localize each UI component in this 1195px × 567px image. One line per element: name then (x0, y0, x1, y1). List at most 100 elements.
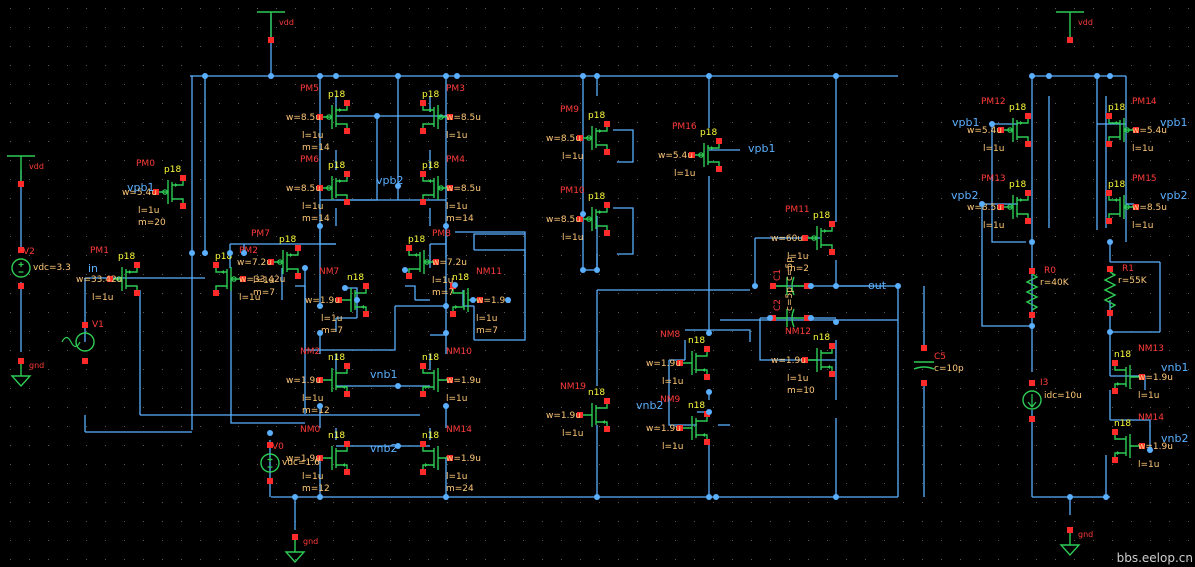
transistor-pm5[interactable] (317, 100, 350, 134)
multiplier-param: m=2 (787, 264, 809, 274)
width-param: w=60u (771, 234, 803, 244)
wire-75[interactable] (613, 207, 634, 255)
voltage-source-v0[interactable] (260, 442, 280, 484)
wire-74[interactable] (613, 129, 634, 163)
wire-87[interactable] (668, 360, 697, 426)
junction-dot (374, 113, 380, 119)
width-param: w=1.9u (646, 359, 681, 369)
junction-dot (833, 319, 839, 325)
width-param: w=1.9u (305, 296, 340, 306)
multiplier-param: m=7 (321, 326, 343, 336)
instance-label: PM11 (785, 205, 810, 215)
model-label: p18 (215, 252, 232, 262)
transistor-pm8[interactable] (406, 245, 439, 279)
model-label: n18 (422, 431, 439, 441)
instance-label: PM15 (1132, 174, 1157, 184)
junction-dot (1107, 73, 1113, 79)
transistor-pm3[interactable] (420, 100, 453, 134)
transistor-pm2[interactable] (213, 262, 246, 296)
transistor-nm9[interactable] (677, 411, 710, 445)
transistor-nm2[interactable] (317, 363, 350, 397)
width-param: w=8.5u (446, 184, 481, 194)
source-value: vdc=3.3 (33, 263, 71, 273)
transistor-pm0[interactable] (153, 175, 186, 209)
instance-label: PM16 (672, 122, 697, 132)
wire-16[interactable] (319, 226, 336, 245)
junction-dot (268, 73, 274, 79)
source-value: vdc=1.6 (282, 458, 320, 468)
transistor-pm13[interactable] (998, 190, 1031, 224)
wire-115[interactable] (981, 204, 1032, 327)
transistor-nm19[interactable] (577, 398, 610, 432)
wire-83[interactable] (685, 329, 751, 342)
wire-113[interactable] (991, 124, 1026, 243)
wire-51[interactable] (405, 285, 416, 300)
transistor-nm14[interactable] (420, 441, 453, 475)
vdd-symbol[interactable] (7, 155, 35, 187)
wire-47[interactable] (455, 231, 526, 341)
multiplier-param: m=24 (446, 484, 474, 494)
transistor-pm10[interactable] (577, 202, 610, 236)
capacitor-c5[interactable] (913, 345, 935, 386)
length-param: l=1u (253, 276, 274, 286)
parts[interactable] (7, 11, 1145, 564)
transistor-pm9[interactable] (577, 121, 610, 155)
model-label: n18 (328, 353, 345, 363)
model-label: p18 (422, 161, 439, 171)
instance-label: NM9 (660, 395, 680, 405)
resistor-name: R1 (1122, 264, 1134, 274)
voltage-source-v2[interactable] (11, 247, 31, 289)
vdd-symbol[interactable] (257, 11, 285, 43)
junction-dot (395, 443, 401, 449)
model-label: n18 (422, 353, 439, 363)
junction-dot (979, 201, 985, 207)
ground-symbol[interactable] (1059, 527, 1081, 557)
transistor-pm11[interactable] (802, 221, 835, 255)
resistor-r1[interactable] (1103, 266, 1117, 316)
length-param: l=1u (1138, 460, 1159, 470)
wire-34[interactable] (230, 278, 305, 424)
vdd-symbol[interactable] (1056, 11, 1084, 43)
transistor-nm0[interactable] (317, 441, 350, 475)
wire-46[interactable] (473, 233, 525, 250)
transistor-nm13[interactable] (1112, 360, 1145, 394)
wire-92[interactable] (835, 260, 898, 287)
transistor-pm14[interactable] (1106, 113, 1139, 147)
length-param: l=1u (562, 233, 583, 243)
transistor-nm12[interactable] (802, 343, 835, 377)
wires[interactable] (20, 14, 1161, 530)
instance-label: PM4 (446, 155, 465, 165)
capacitor-c1[interactable] (770, 276, 810, 296)
junction-dot (443, 223, 449, 229)
wire-41[interactable] (345, 287, 358, 300)
transistor-pm15[interactable] (1106, 190, 1139, 224)
instance-label: PM3 (446, 84, 465, 94)
length-param: l=1u (662, 377, 683, 387)
transistor-pm1[interactable] (107, 262, 140, 296)
ground-symbol[interactable] (10, 358, 32, 388)
transistor-pm7[interactable] (268, 245, 301, 279)
ac-source-v1[interactable] (61, 322, 95, 364)
transistor-pm4[interactable] (420, 171, 453, 205)
current-source-i3[interactable] (1022, 380, 1042, 422)
ground-symbol[interactable] (284, 534, 306, 564)
transistor-pm16[interactable] (689, 138, 722, 172)
transistor-nm8[interactable] (677, 346, 710, 380)
transistor-nm10[interactable] (420, 363, 453, 397)
model-label: p18 (700, 128, 717, 138)
transistor-pm12[interactable] (998, 113, 1031, 147)
net-label-vpb1-pm16: vpb1 (748, 142, 775, 155)
junction-dot (354, 297, 360, 303)
transistor-pm6[interactable] (317, 171, 350, 205)
length-param: l=1u (562, 429, 583, 439)
length-param: l=1u (321, 314, 342, 324)
resistor-r0[interactable] (1025, 268, 1039, 318)
multiplier-param: m=12 (302, 484, 330, 494)
model-label: p18 (588, 111, 605, 121)
transistor-nm14[interactable] (1112, 429, 1145, 463)
wire-39[interactable] (304, 300, 396, 351)
wire-14[interactable] (336, 116, 378, 201)
wire-129[interactable] (1110, 419, 1151, 450)
